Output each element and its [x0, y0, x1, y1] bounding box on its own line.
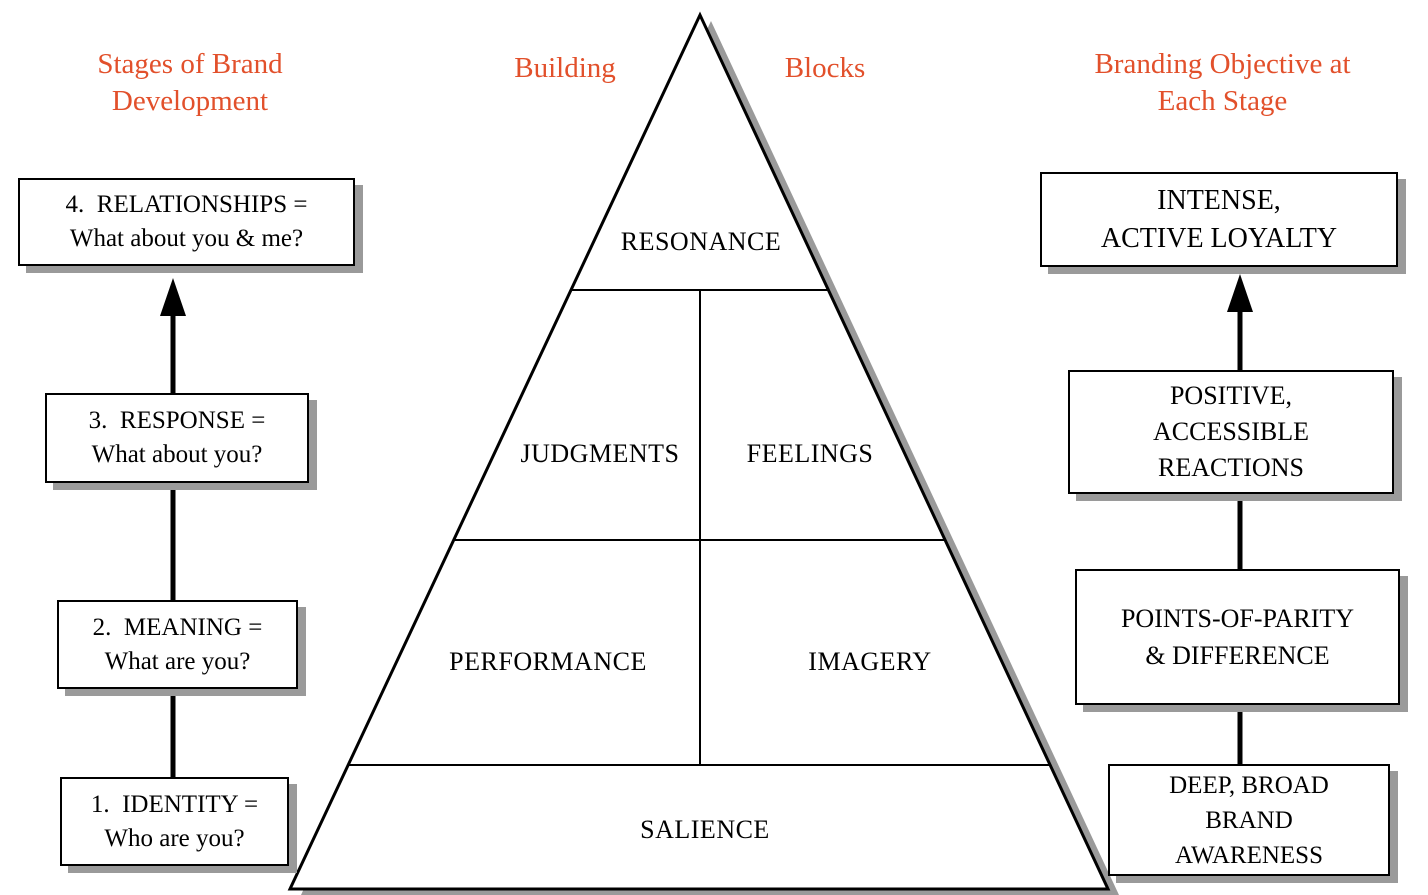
left-up-arrow [160, 278, 186, 860]
stage-meaning-title: 2. MEANING = [92, 613, 263, 641]
objective-box-positive-accessible-reactions: POSITIVE, ACCESSIBLE REACTIONS [1068, 370, 1394, 494]
objective-box-intense-active-loyalty: INTENSE, ACTIVE LOYALTY [1040, 172, 1398, 267]
stage-response-title: 3. RESPONSE = [88, 407, 266, 434]
objective-box-deep-broad-brand-awareness: DEEP, BROAD BRAND AWARENESS [1108, 764, 1390, 876]
stage-box-meaning: 2. MEANING = What are you? [57, 600, 298, 689]
stage-response-question: What about you? [91, 441, 263, 468]
stage-box-relationships: 4. RELATIONSHIPS = What about you & me? [18, 178, 355, 266]
pyramid-cell-performance: PERFORMANCE [449, 647, 647, 676]
objective-box-points-of-parity-difference: POINTS-OF-PARITY & DIFFERENCE [1075, 569, 1400, 705]
objective-reactions-text: POSITIVE, ACCESSIBLE REACTIONS [1152, 381, 1310, 482]
stage-identity-title: 1. IDENTITY = [90, 790, 259, 818]
header-building: Building [514, 52, 616, 84]
header-blocks: Blocks [784, 52, 866, 84]
stage-meaning-question: What are you? [104, 647, 251, 675]
stage-identity-question: Who are you? [104, 824, 245, 852]
pyramid-cell-feelings: FEELINGS [746, 439, 874, 468]
stage-box-identity: 1. IDENTITY = Who are you? [60, 777, 289, 866]
left-arrowhead-icon [160, 278, 186, 316]
stage-relationships-question: What about you & me? [69, 225, 304, 252]
pyramid-cell-salience: SALIENCE [640, 815, 770, 844]
right-arrowhead-icon [1227, 274, 1253, 312]
pyramid-cell-imagery: IMAGERY [808, 647, 932, 676]
stage-relationships-title: 4. RELATIONSHIPS = [65, 191, 308, 218]
pyramid-cell-judgments: JUDGMENTS [520, 439, 680, 468]
objective-loyalty-text: INTENSE, ACTIVE LOYALTY [1100, 184, 1338, 254]
objective-awareness-text: DEEP, BROAD BRAND AWARENESS [1169, 771, 1329, 869]
objective-parity-text: POINTS-OF-PARITY & DIFFERENCE [1120, 604, 1355, 670]
header-branding-objective: Branding Objective at Each Stage [1094, 48, 1351, 117]
stage-box-response: 3. RESPONSE = What about you? [45, 393, 309, 483]
header-stages-of-brand-development: Stages of Brand Development [97, 48, 283, 117]
pyramid-cell-resonance: RESONANCE [620, 227, 782, 256]
